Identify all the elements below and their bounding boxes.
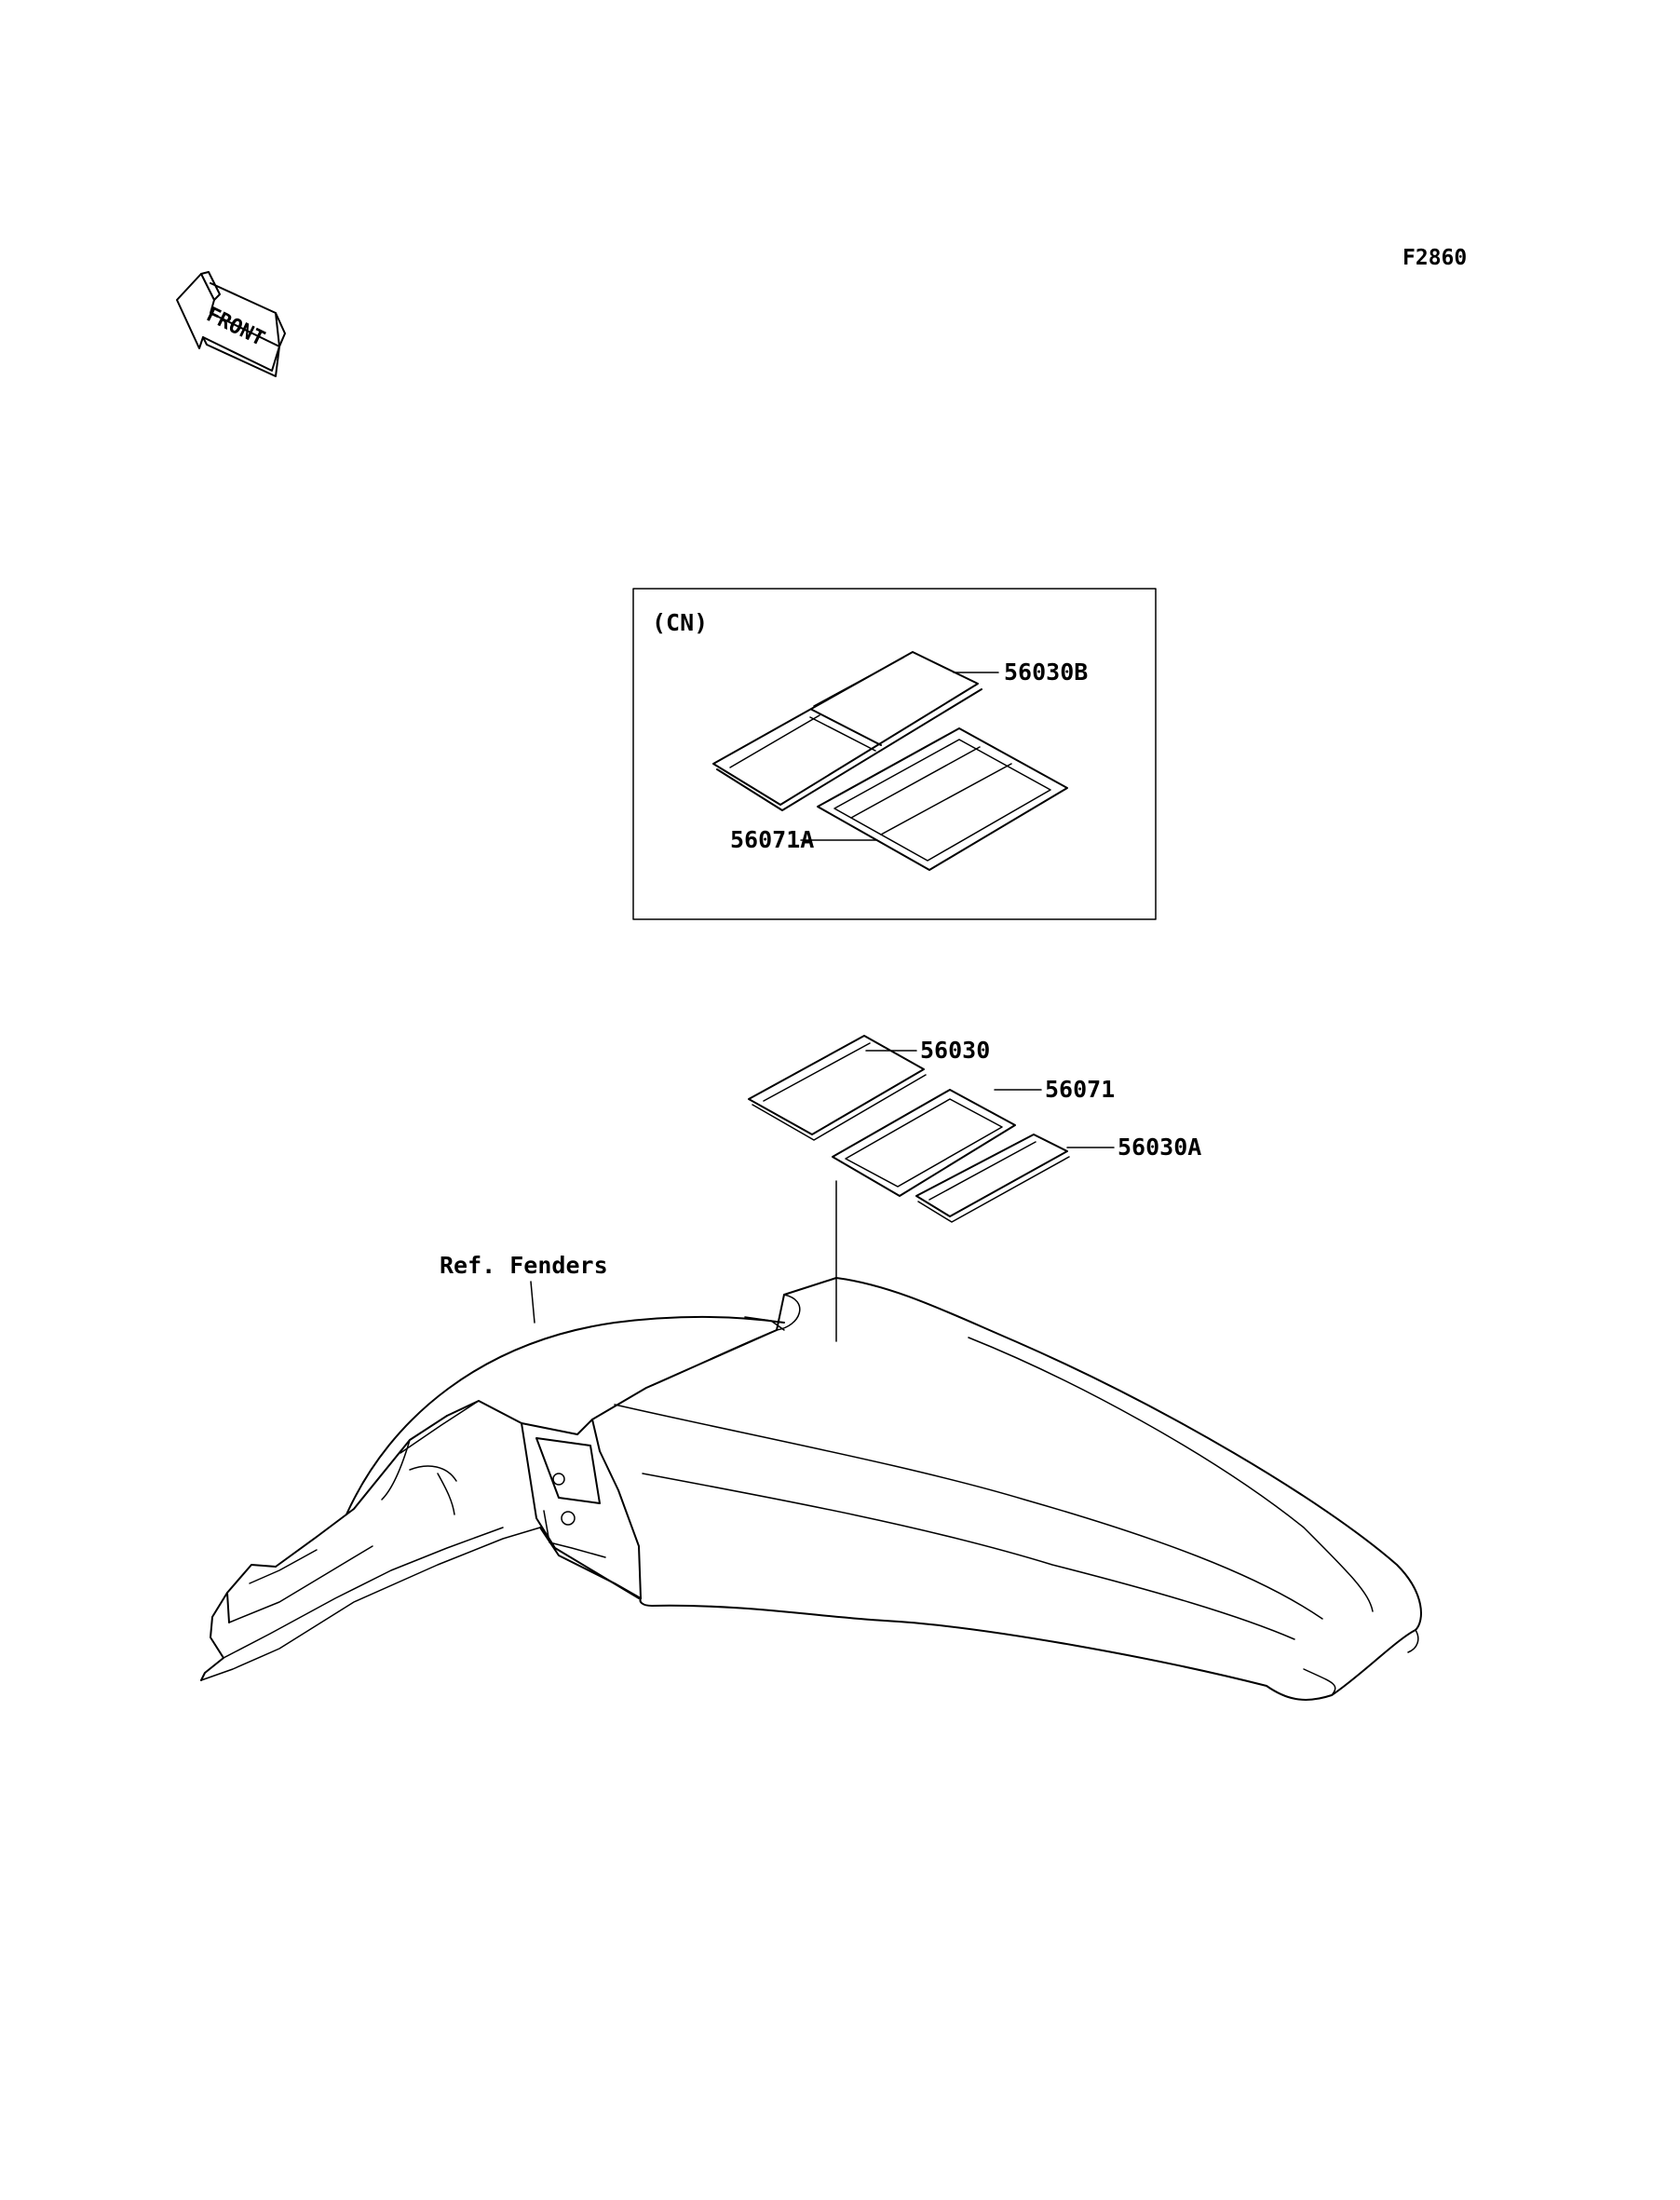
reference-label-fenders: Ref. Fenders — [440, 1252, 608, 1279]
front-arrow-text: FRONT — [203, 303, 268, 351]
fender-drawing — [200, 1277, 1422, 1701]
figure-code: F2860 — [1402, 246, 1468, 270]
part-label-56071: 56071 — [1045, 1076, 1116, 1103]
part-label-56030B: 56030B — [1004, 659, 1089, 686]
inset-frame — [632, 588, 1157, 920]
decal-56030A — [915, 1134, 1070, 1223]
decal-56071A — [817, 727, 1068, 871]
decal-56030B — [712, 651, 982, 811]
leader-ref-fenders — [530, 1281, 535, 1324]
part-label-56030: 56030 — [920, 1037, 991, 1064]
part-label-56030A: 56030A — [1118, 1134, 1202, 1161]
front-arrow-icon: FRONT — [176, 271, 286, 377]
inset-region-label: (CN) — [652, 609, 709, 636]
decal-56071 — [832, 1089, 1016, 1197]
part-label-56071A: 56071A — [730, 826, 815, 853]
decal-56030 — [748, 1035, 927, 1141]
